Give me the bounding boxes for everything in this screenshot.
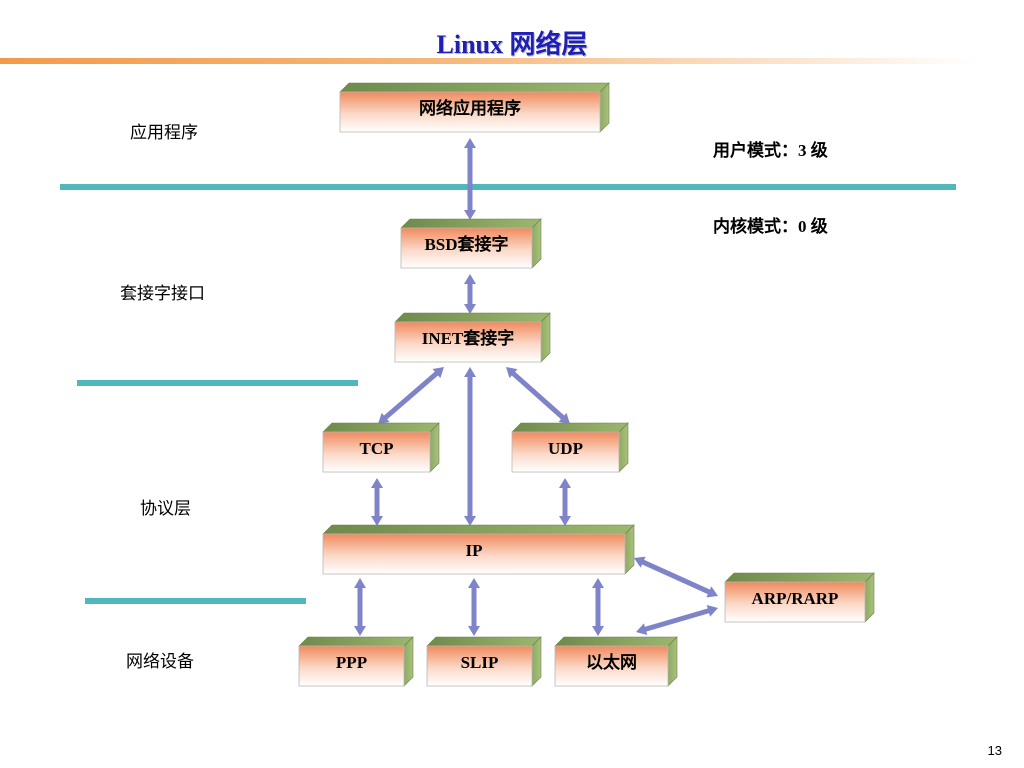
box-label: 以太网: [586, 652, 637, 672]
box-slip: SLIP: [426, 636, 542, 687]
user-kernel-separator: [60, 184, 956, 190]
layer-label-device: 网络设备: [126, 652, 194, 672]
arrow-ip-slip: [468, 578, 480, 636]
box-side-face: [667, 636, 678, 687]
box-ethernet: 以太网: [554, 636, 678, 687]
layer-label-app: 应用程序: [130, 123, 198, 143]
box-top-face: [724, 572, 875, 583]
box-net-app: 网络应用程序: [339, 82, 610, 133]
arrow-app-bsd: [464, 138, 476, 220]
box-label: PPP: [336, 653, 367, 672]
arrow-bsd-inet: [464, 274, 476, 314]
box-side-face: [618, 422, 629, 473]
arrow-inet-tcp: [378, 367, 444, 424]
layer-label-protocol: 协议层: [140, 499, 191, 519]
box-top-face: [322, 524, 635, 535]
box-front-face: [322, 431, 431, 473]
box-top-face: [554, 636, 678, 647]
box-top-face: [394, 312, 551, 323]
box-side-face: [531, 636, 542, 687]
kernel-mode-label: 内核模式：0 级: [713, 217, 828, 236]
box-front-face: [511, 431, 620, 473]
arrow-ip-arp: [634, 556, 718, 598]
box-label: ARP/RARP: [752, 589, 839, 608]
box-label: UDP: [548, 439, 583, 458]
box-side-face: [624, 524, 635, 575]
slide-title: Linux 网络层: [436, 30, 588, 59]
box-label: IP: [466, 541, 483, 560]
box-label: TCP: [360, 439, 394, 458]
box-top-face: [426, 636, 542, 647]
protocol-device-separator: [85, 598, 306, 604]
box-inet: INET套接字: [394, 312, 551, 363]
box-side-face: [540, 312, 551, 363]
box-side-face: [864, 572, 875, 623]
arrow-ip-ppp: [354, 578, 366, 636]
title-underline: [0, 58, 976, 64]
box-side-face: [429, 422, 440, 473]
box-side-face: [403, 636, 414, 687]
box-front-face: [400, 227, 533, 269]
box-front-face: [394, 321, 542, 363]
box-ppp: PPP: [298, 636, 414, 687]
socket-protocol-separator: [77, 380, 358, 386]
box-top-face: [339, 82, 610, 93]
box-front-face: [554, 645, 669, 687]
box-arp: ARP/RARP: [724, 572, 875, 623]
box-ip: IP: [322, 524, 635, 575]
box-label: SLIP: [461, 653, 499, 672]
box-front-face: [298, 645, 405, 687]
box-label: INET套接字: [422, 328, 515, 348]
box-top-face: [298, 636, 414, 647]
box-bsd: BSD套接字: [400, 218, 542, 269]
box-udp: UDP: [511, 422, 629, 473]
arrow-inet-udp: [506, 367, 570, 424]
box-front-face: [322, 533, 626, 575]
box-tcp: TCP: [322, 422, 440, 473]
box-top-face: [322, 422, 440, 433]
user-mode-label: 用户模式：3 级: [713, 141, 828, 160]
arrow-tcp-ip: [371, 478, 383, 526]
arrow-ip-eth: [592, 578, 604, 636]
box-side-face: [599, 82, 610, 133]
box-front-face: [426, 645, 533, 687]
box-label: 网络应用程序: [419, 98, 521, 118]
box-top-face: [511, 422, 629, 433]
box-label: BSD套接字: [424, 234, 508, 254]
box-front-face: [724, 581, 866, 623]
box-front-face: [339, 91, 601, 133]
layer-label-socket: 套接字接口: [120, 284, 205, 304]
page-number: 13: [987, 743, 1002, 758]
box-side-face: [531, 218, 542, 269]
arrow-arp-eth: [636, 605, 718, 635]
arrow-udp-ip: [559, 478, 571, 526]
arrow-inet-ip: [464, 367, 476, 526]
box-top-face: [400, 218, 542, 229]
